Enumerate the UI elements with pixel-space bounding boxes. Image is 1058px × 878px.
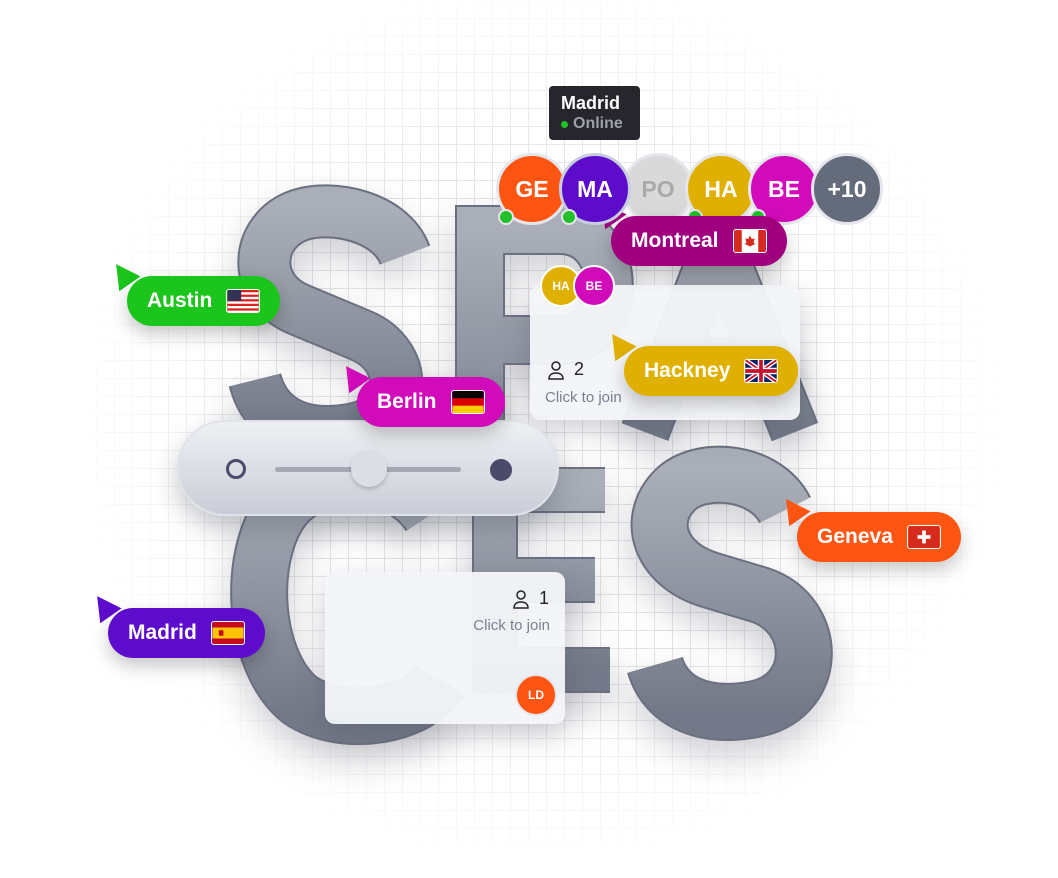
avatar[interactable]: +10	[811, 153, 883, 225]
tooltip: Madrid Online	[549, 86, 640, 140]
slider-widget[interactable]	[177, 420, 559, 516]
member-initials: LD	[528, 688, 544, 702]
letter-s-2	[627, 445, 833, 741]
uk-flag-icon	[744, 359, 779, 383]
member-initials: BE	[585, 279, 603, 293]
avatar-initials: +10	[827, 175, 867, 202]
cursor-label-montreal: Montreal	[611, 216, 787, 266]
participant-count: 2	[546, 359, 584, 380]
slider-min-icon	[226, 459, 246, 479]
cursor-label-austin: Austin	[127, 276, 281, 326]
online-status-dot	[561, 120, 568, 128]
count-value: 1	[538, 588, 549, 608]
online-indicator	[561, 209, 577, 225]
avatar-initials: MA	[577, 175, 613, 202]
member-avatar: BE	[573, 265, 615, 307]
member-avatar: LD	[515, 674, 557, 716]
slider-max-icon	[490, 459, 512, 481]
cursor-name: Geneva	[817, 525, 893, 548]
member-initials: HA	[552, 279, 570, 293]
germany-flag-icon	[450, 390, 485, 414]
cursor-name: Madrid	[128, 621, 197, 644]
cursor-label-madrid: Madrid	[108, 608, 265, 658]
avatar[interactable]: MA	[559, 153, 631, 225]
cursor-label-geneva: Geneva	[797, 512, 961, 562]
avatar-initials: PO	[641, 175, 675, 202]
tooltip-name: Madrid	[561, 93, 621, 113]
click-to-join-link[interactable]: Click to join	[545, 389, 622, 406]
avatar[interactable]: PO	[622, 153, 694, 225]
canada-flag-icon	[732, 229, 767, 253]
cursor-name: Berlin	[377, 390, 437, 413]
avatar-initials: GE	[515, 175, 549, 202]
click-to-join-link[interactable]: Click to join	[473, 617, 550, 634]
spain-flag-icon	[210, 621, 245, 645]
cursor-label-hackney: Hackney	[624, 346, 799, 396]
cursor-label-berlin: Berlin	[357, 377, 505, 427]
space-card[interactable]: 1 Click to join LD	[325, 572, 565, 724]
person-icon	[513, 589, 529, 609]
online-indicator	[498, 209, 514, 225]
slider-thumb[interactable]	[351, 451, 387, 487]
switzerland-flag-icon	[906, 525, 941, 549]
avatar-initials: HA	[704, 175, 738, 202]
cursor-name: Montreal	[631, 229, 719, 252]
cursor-name: Austin	[147, 289, 213, 312]
cursor-name: Hackney	[644, 359, 731, 382]
count-value: 2	[574, 359, 585, 379]
us-flag-icon	[226, 289, 261, 313]
avatar-initials: BE	[768, 175, 800, 202]
participant-count: 1	[511, 588, 549, 609]
person-icon	[548, 360, 564, 380]
tooltip-status: Online	[573, 115, 623, 132]
